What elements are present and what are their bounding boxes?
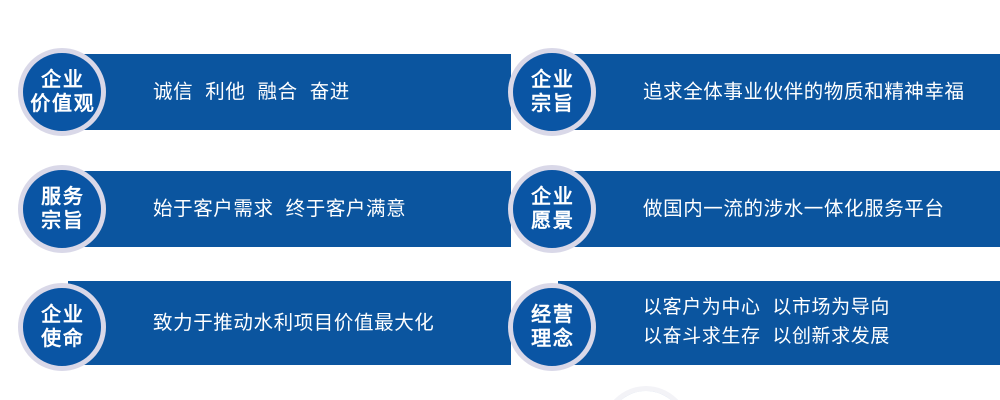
badge-label-line-2: 理念 bbox=[531, 328, 575, 350]
value-text: 始于客户需求 终于客户满意 bbox=[153, 197, 407, 220]
badge-label-line-2: 宗旨 bbox=[41, 210, 85, 232]
value-bar: 追求全体事业伙伴的物质和精神幸福 bbox=[558, 54, 1000, 130]
badge-label-line-1: 企业 bbox=[41, 68, 85, 91]
value-badge-corporate-vision[interactable]: 企业 愿景 bbox=[508, 165, 596, 253]
value-text: 做国内一流的涉水一体化服务平台 bbox=[643, 197, 945, 220]
badge-label-line-2: 愿景 bbox=[531, 210, 575, 232]
value-bar: 做国内一流的涉水一体化服务平台 bbox=[558, 171, 1000, 247]
value-bar: 诚信 利他 融合 奋进 bbox=[68, 54, 511, 130]
next-row-badge-partial bbox=[602, 386, 690, 400]
value-badge-management-philosophy[interactable]: 经营 理念 bbox=[508, 283, 596, 371]
value-text-secondary: 以奋斗求生存 以创新求发展 bbox=[643, 326, 890, 347]
value-text: 以客户为中心 以市场为导向 bbox=[643, 297, 890, 319]
value-bar: 致力于推动水利项目价值最大化 bbox=[68, 281, 511, 365]
badge-label-line-1: 企业 bbox=[41, 303, 85, 326]
value-bar: 始于客户需求 终于客户满意 bbox=[68, 171, 511, 247]
next-row-badge-partial-mask bbox=[607, 391, 685, 400]
badge-label-line-1: 经营 bbox=[531, 303, 575, 326]
value-badge-corporate-mission[interactable]: 企业 使命 bbox=[18, 283, 106, 371]
badge-label-line-1: 服务 bbox=[41, 185, 85, 208]
value-item-corporate-values[interactable]: 诚信 利他 融合 奋进 企业 价值观 bbox=[18, 40, 511, 144]
value-badge-corporate-values[interactable]: 企业 价值观 bbox=[18, 48, 106, 136]
badge-label-line-2: 价值观 bbox=[30, 93, 96, 115]
value-item-corporate-purpose[interactable]: 追求全体事业伙伴的物质和精神幸福 企业 宗旨 bbox=[508, 40, 1000, 144]
value-text: 追求全体事业伙伴的物质和精神幸福 bbox=[643, 80, 965, 103]
value-text: 诚信 利他 融合 奋进 bbox=[153, 80, 350, 103]
value-item-management-philosophy[interactable]: 以客户为中心 以市场为导向 以奋斗求生存 以创新求发展 经营 理念 bbox=[508, 275, 1000, 379]
badge-label-line-1: 企业 bbox=[531, 68, 575, 91]
badge-label-line-1: 企业 bbox=[531, 185, 575, 208]
badge-label-line-2: 宗旨 bbox=[531, 93, 575, 115]
value-bar: 以客户为中心 以市场为导向 以奋斗求生存 以创新求发展 bbox=[558, 281, 1000, 365]
badge-label-line-2: 使命 bbox=[41, 328, 85, 350]
value-item-corporate-vision[interactable]: 做国内一流的涉水一体化服务平台 企业 愿景 bbox=[508, 157, 1000, 261]
value-text: 致力于推动水利项目价值最大化 bbox=[153, 311, 435, 334]
value-item-corporate-mission[interactable]: 致力于推动水利项目价值最大化 企业 使命 bbox=[18, 275, 511, 379]
value-badge-corporate-purpose[interactable]: 企业 宗旨 bbox=[508, 48, 596, 136]
value-item-service-purpose[interactable]: 始于客户需求 终于客户满意 服务 宗旨 bbox=[18, 157, 511, 261]
value-badge-service-purpose[interactable]: 服务 宗旨 bbox=[18, 165, 106, 253]
